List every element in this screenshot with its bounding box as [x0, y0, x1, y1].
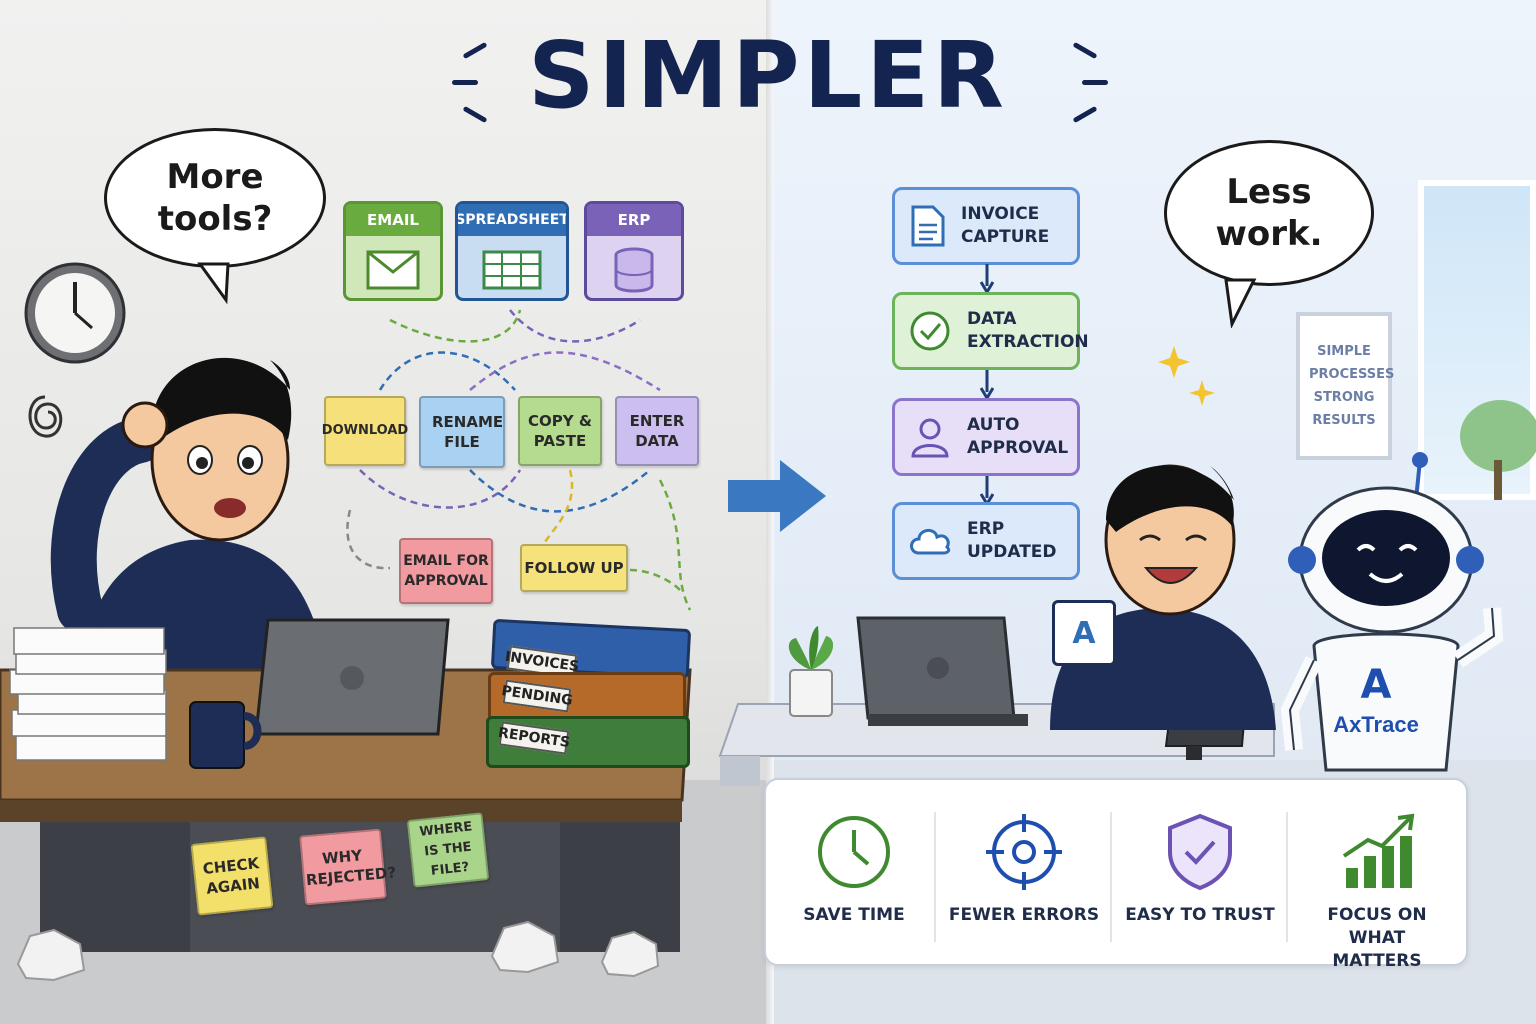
task-note-text: DOWNLOAD: [321, 423, 409, 438]
flow-step-erp-updated: ERP UPDATED: [892, 502, 1080, 580]
laptop-icon: [254, 618, 450, 736]
benefit-save-time: SAVE TIME: [766, 780, 942, 968]
cloud-icon: [910, 529, 951, 555]
task-note-text: FOLLOW UP: [524, 559, 624, 577]
robot-logo-letter: A: [1360, 662, 1392, 708]
poster-text: SIMPLE PROCESSES STRONG RESULTS: [1309, 344, 1395, 428]
potted-plant-icon: [788, 626, 834, 717]
app-card-label: EMAIL: [346, 204, 440, 236]
envelope-icon: [366, 250, 420, 290]
benefit-divider: [1110, 812, 1112, 942]
check-circle-icon: [910, 311, 950, 351]
document-icon: [911, 205, 945, 247]
flow-step-invoice-capture: INVOICE CAPTURE: [892, 187, 1080, 265]
task-note-copy-paste: COPY & PASTE: [518, 396, 602, 466]
page-title: SIMPLER: [528, 22, 1008, 129]
title-accent-mark: [1082, 80, 1108, 85]
desk-note-where-is-the-file: WHERE IS THE FILE?: [406, 812, 490, 888]
growth-chart-icon: [1342, 813, 1415, 888]
speech-bubble-less-work: Less work.: [1164, 140, 1374, 286]
flow-step-auto-approval: AUTO APPROVAL: [892, 398, 1080, 476]
benefit-fewer-errors: FEWER ERRORS: [936, 780, 1112, 968]
motivational-poster: SIMPLE PROCESSES STRONG RESULTS: [1296, 312, 1395, 460]
stress-scribble-icon: [28, 395, 63, 438]
happy-worker: [1050, 464, 1276, 730]
desk-note-text: WHERE IS THE FILE?: [418, 819, 473, 879]
desk-note-text: WHY REJECTED?: [305, 846, 397, 890]
flow-step-label: ERP UPDATED: [967, 519, 1057, 562]
benefits-panel: SAVE TIME FEWER ERRORS EASY TO TRUST FOC…: [764, 778, 1468, 971]
speech-bubble-tail: [1224, 278, 1257, 328]
database-icon: [614, 247, 654, 293]
benefit-easy-to-trust: EASY TO TRUST: [1112, 780, 1288, 968]
robot-assistant: [1280, 452, 1504, 772]
desk-note-why-rejected: WHY REJECTED?: [299, 828, 397, 906]
flow-step-label: AUTO APPROVAL: [967, 415, 1069, 458]
spreadsheet-app-card: SPREADSHEET: [455, 201, 569, 301]
flow-step-label: DATA EXTRACTION: [967, 309, 1089, 352]
user-icon: [911, 418, 949, 458]
title-accent-mark: [452, 80, 478, 85]
task-note-text: ENTER DATA: [629, 412, 685, 450]
branded-mug: A: [1052, 600, 1116, 666]
wall-clock-icon: [24, 262, 126, 364]
flow-step-label: INVOICE CAPTURE: [961, 204, 1050, 247]
benefit-label: SAVE TIME: [803, 905, 905, 925]
task-note-email-for-approval: EMAIL FOR APPROVAL: [399, 538, 493, 604]
target-icon: [986, 814, 1062, 890]
task-note-download: DOWNLOAD: [321, 396, 409, 466]
sparkle-icon: [1158, 346, 1215, 406]
crumpled-paper: [490, 920, 560, 974]
task-note-rename-file: RENAME FILE: [419, 396, 505, 468]
crumpled-paper: [16, 928, 86, 982]
task-note-enter-data: ENTER DATA: [615, 396, 699, 466]
coffee-mug-icon: [189, 701, 262, 769]
shield-check-icon: [1168, 813, 1232, 891]
flow-arrow-icon: [980, 370, 994, 400]
benefit-label: FOCUS ON WHAT MATTERS: [1327, 905, 1427, 971]
benefit-divider: [1286, 812, 1288, 942]
clock-icon: [818, 816, 890, 888]
benefit-label: FEWER ERRORS: [948, 905, 1100, 925]
desk-note-text: CHECK AGAIN: [201, 854, 261, 898]
flow-step-data-extraction: DATA EXTRACTION: [892, 292, 1089, 370]
desk-note-check-again: CHECK AGAIN: [190, 836, 274, 916]
benefit-label: EASY TO TRUST: [1125, 905, 1275, 925]
brand-name: AxTrace: [1333, 712, 1419, 737]
transition-arrow-icon: [728, 460, 826, 532]
task-note-text: RENAME FILE: [432, 413, 504, 451]
app-card-label: ERP: [587, 204, 681, 236]
benefit-focus: FOCUS ON WHAT MATTERS: [1290, 780, 1466, 971]
speech-bubble-more-tools: More tools?: [104, 128, 326, 268]
speech-text: Less work.: [1215, 172, 1323, 254]
tangled-arrows: [346, 309, 692, 611]
laptop-icon: [856, 616, 1028, 726]
speech-bubble-tail: [197, 262, 230, 304]
email-app-card: EMAIL: [343, 201, 443, 301]
erp-app-card: ERP: [584, 201, 684, 301]
tree-outside: [1460, 400, 1536, 500]
paper-stack: [9, 627, 167, 761]
speech-text: More tools?: [157, 157, 273, 239]
benefit-divider: [934, 812, 936, 942]
spreadsheet-icon: [482, 250, 542, 290]
task-note-text: COPY & PASTE: [528, 412, 592, 450]
task-note-follow-up: FOLLOW UP: [520, 544, 628, 592]
task-note-text: EMAIL FOR APPROVAL: [403, 553, 489, 589]
crumpled-paper: [600, 930, 660, 978]
flow-arrow-icon: [980, 264, 994, 294]
mug-logo: A: [1072, 615, 1096, 651]
app-card-label: SPREADSHEET: [458, 204, 566, 236]
